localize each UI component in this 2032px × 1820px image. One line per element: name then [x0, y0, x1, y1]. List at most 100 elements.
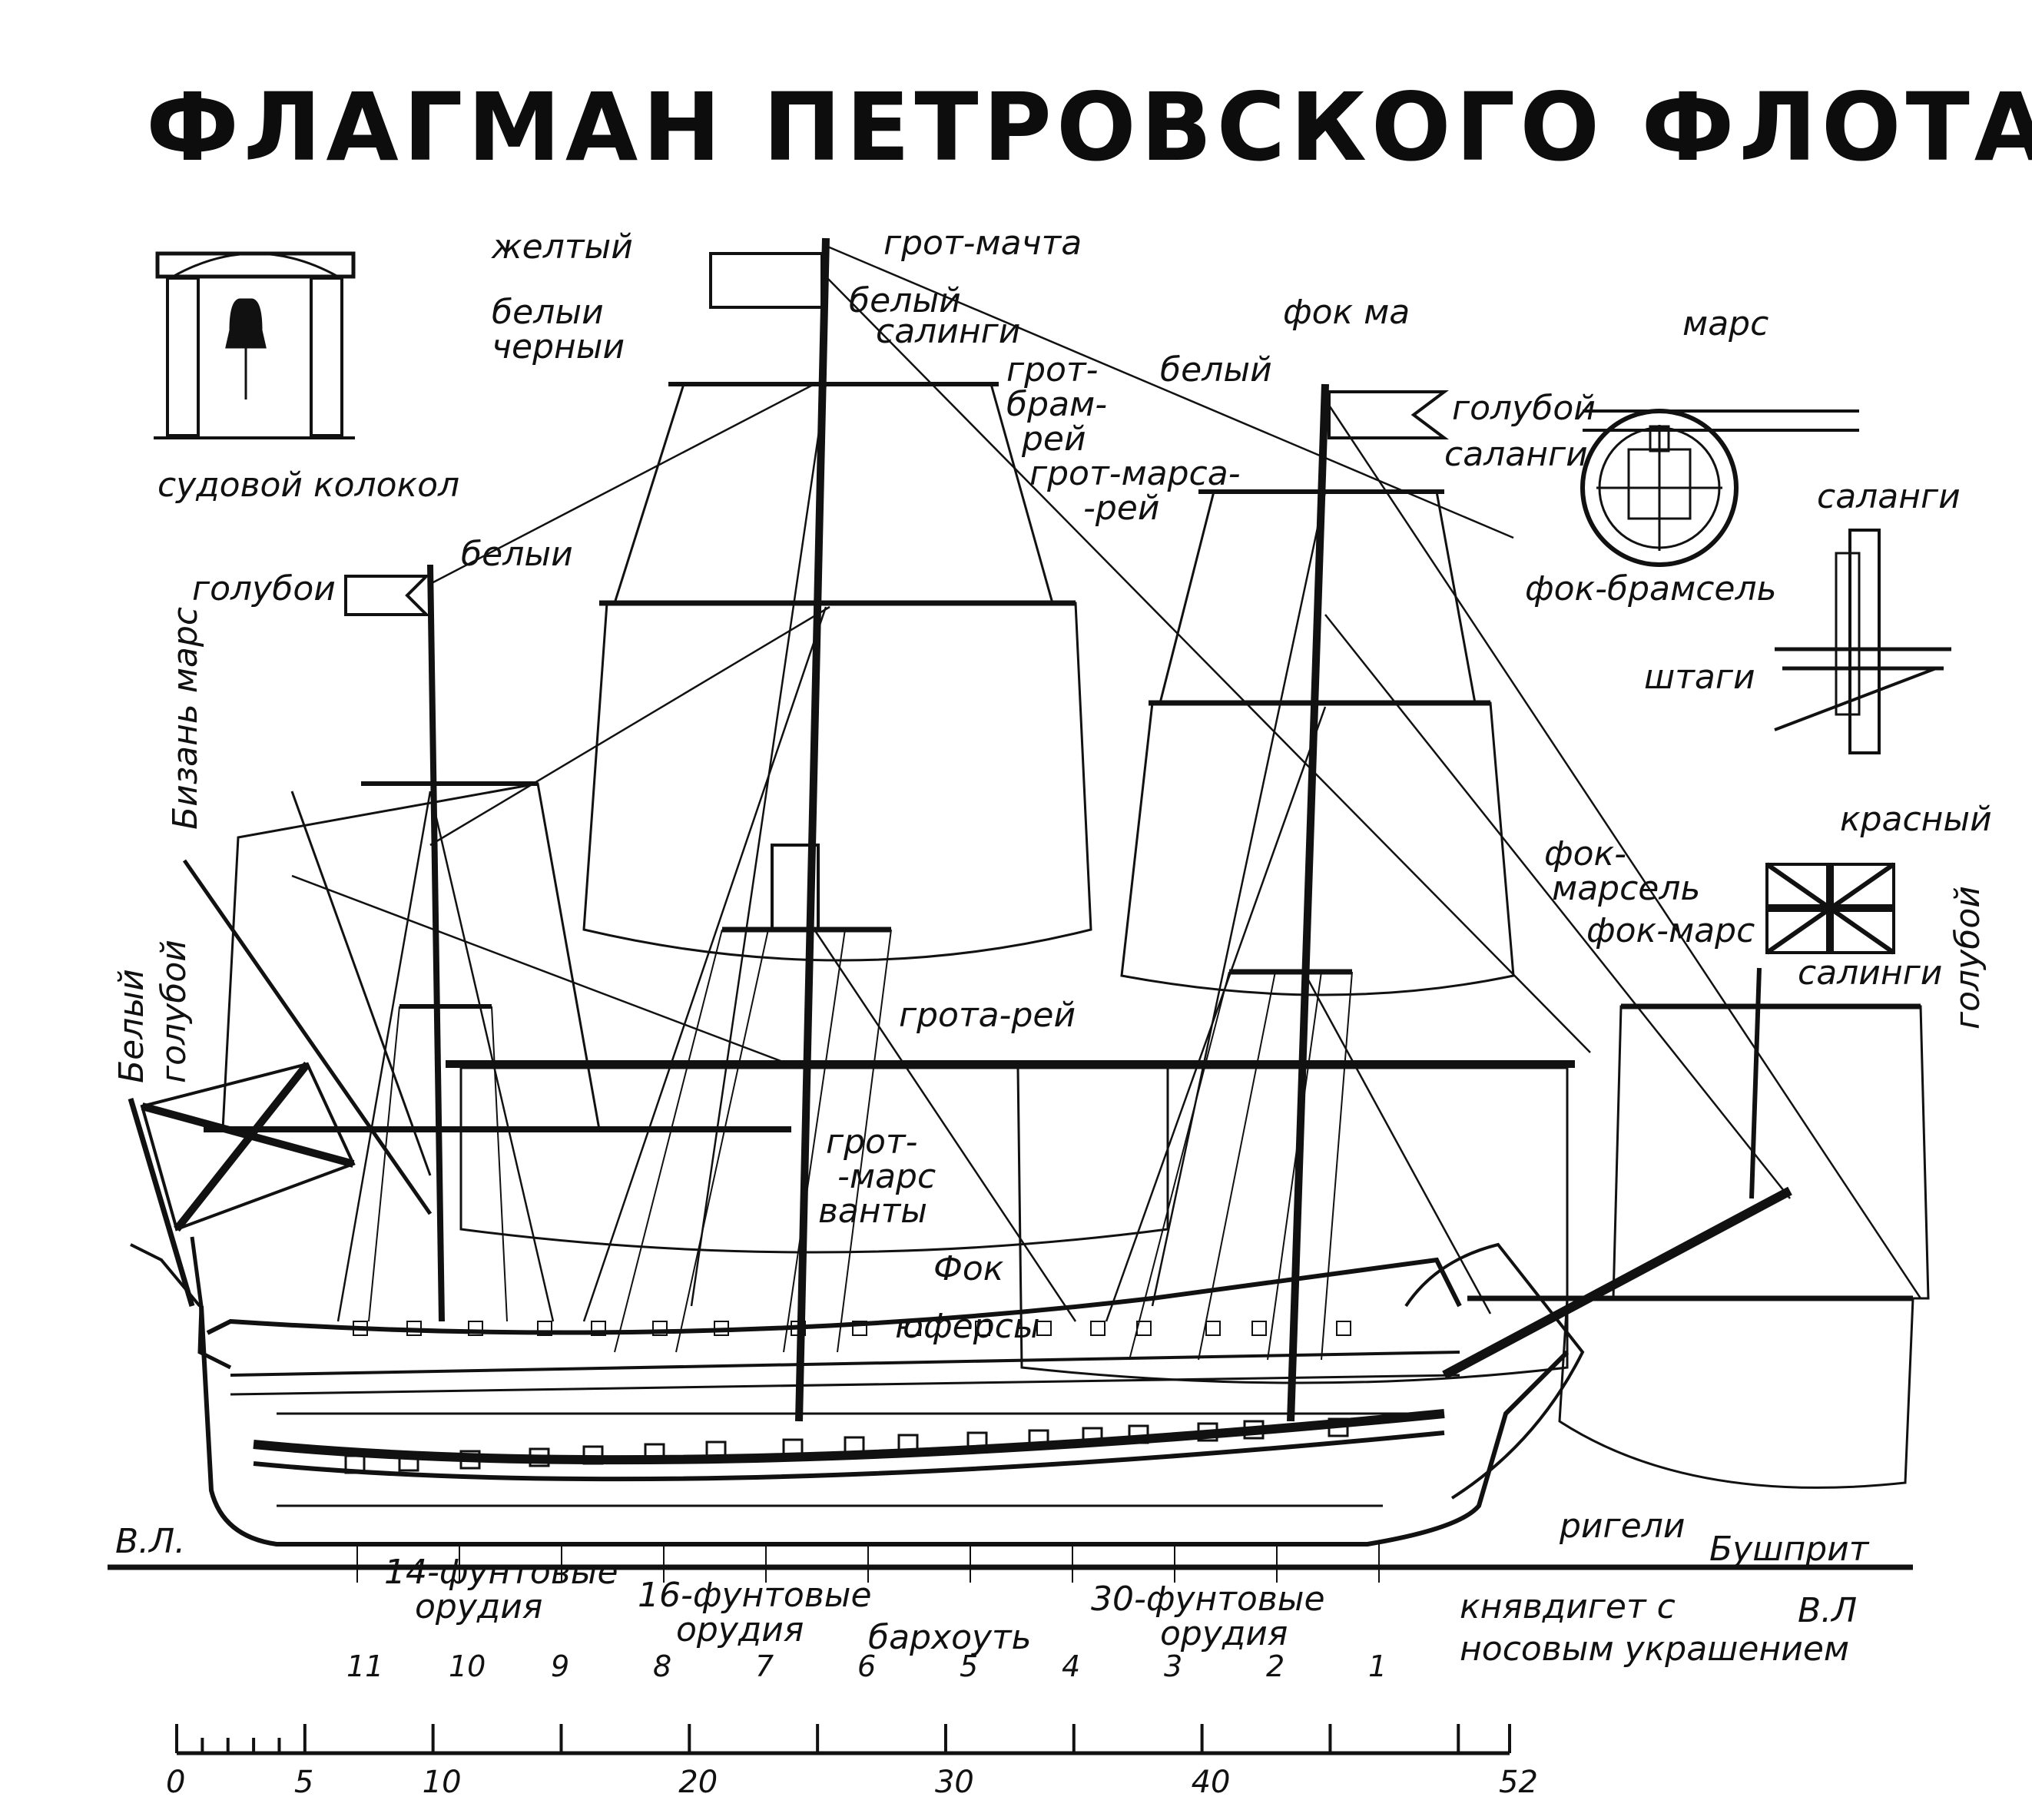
frame-number: 5 [960, 1649, 979, 1683]
label-gun16-2: орудия [676, 1610, 804, 1649]
label-waterline-left: В.Л. [115, 1522, 186, 1561]
label-white-mizzen: белыи [461, 535, 573, 574]
scale-bar [175, 1724, 1511, 1755]
gun-port [844, 1436, 865, 1456]
flags [140, 252, 1895, 1232]
label-waterline-right: В.Л [1798, 1591, 1858, 1630]
gun-port [1336, 1321, 1351, 1336]
ensign-staff [128, 859, 433, 1307]
label-blue-right: голубой [1948, 886, 1987, 1029]
scale-number: 0 [166, 1765, 186, 1800]
mizzen-mast [204, 564, 791, 1322]
gun-port [1197, 1422, 1218, 1442]
label-gun16-1: 16-фунтовые [638, 1576, 872, 1615]
mars-top-illustration [1580, 409, 1859, 567]
frame-number: 9 [551, 1649, 570, 1683]
frame-number: 8 [653, 1649, 672, 1683]
ship-bell-illustration [154, 251, 356, 439]
gun-port [582, 1445, 604, 1465]
label-main-mast: грот-мачта [883, 224, 1082, 263]
bowsprit [1442, 967, 1921, 1380]
gun-port [537, 1321, 552, 1336]
main-mast-flag [709, 252, 824, 309]
scale-number: 30 [934, 1765, 974, 1800]
label-wales: бархоуть [868, 1618, 1032, 1657]
label-deadeyes: юферсы [895, 1307, 1040, 1346]
label-fore-topsail-2: марсель [1552, 869, 1701, 908]
gun-port [459, 1450, 481, 1470]
gun-port [1243, 1420, 1265, 1440]
gun-port [353, 1321, 368, 1336]
shrouds [368, 929, 1353, 1361]
gun-port [1328, 1417, 1349, 1437]
label-fore-top: фок-марс [1586, 911, 1755, 950]
label-mizzen-top: Бизань марс [166, 606, 205, 830]
sails [221, 383, 1930, 1489]
label-fore: Фок [933, 1249, 1004, 1288]
gun-port [852, 1321, 867, 1336]
label-head-2: носовым украшением [1460, 1629, 1850, 1669]
bell-icon [225, 298, 267, 349]
frame-number: 2 [1266, 1649, 1285, 1683]
label-head-1: княвдигет с [1460, 1587, 1676, 1626]
page-title: ФЛАГМАН ПЕТРОВСКОГО ФЛОТА [146, 73, 2032, 182]
gun-port [714, 1321, 729, 1336]
label-main-shrouds-3: ванты [818, 1192, 928, 1231]
gun-port [1090, 1321, 1106, 1336]
label-gun14-2: орудия [415, 1587, 543, 1626]
fore-flag [1328, 390, 1449, 439]
label-white-black-2: черныи [492, 327, 625, 366]
gun-port [644, 1443, 665, 1463]
frame-number: 11 [346, 1649, 384, 1683]
frame-lines [356, 1544, 1380, 1583]
gun-port [1036, 1321, 1052, 1336]
label-fore-mast: фок ма [1283, 293, 1410, 332]
label-blue-mizzen: голубои [192, 569, 336, 608]
gun-port [1028, 1429, 1049, 1449]
label-gun30-1: 30-фунтовые [1091, 1580, 1325, 1619]
frame-number: 4 [1062, 1649, 1081, 1683]
salangi-illustration [1774, 529, 1951, 754]
label-grot-bram-2: брам- [1006, 385, 1108, 424]
gun-port [1128, 1424, 1149, 1444]
label-gun30-2: орудия [1160, 1614, 1288, 1653]
label-salingi-1: салинги [876, 312, 1021, 351]
label-gun14-1: 14-фунтовые [384, 1553, 618, 1592]
gun-port [906, 1321, 921, 1336]
label-blue-left: голубой [154, 940, 194, 1083]
scale-number: 10 [422, 1765, 462, 1800]
gun-port [1205, 1321, 1221, 1336]
label-white-fore: белый [1160, 350, 1272, 390]
scale-number: 52 [1499, 1765, 1538, 1800]
label-salangi-1: саланги [1444, 435, 1588, 474]
label-fore-bramsel: фок-брамсель [1525, 569, 1777, 608]
ship-hull [130, 1236, 1585, 1547]
label-yellow: желтый [492, 227, 633, 267]
label-blue-fore: голубой [1452, 389, 1596, 428]
label-ship-bell: судовой колокол [157, 466, 460, 505]
label-grot-bram-1: грот- [1006, 350, 1099, 390]
frame-number: 3 [1164, 1649, 1183, 1683]
frame-number: 6 [857, 1649, 877, 1683]
gun-port [652, 1321, 668, 1336]
label-fore-topsail-1: фок- [1544, 834, 1626, 874]
fore-mast [1006, 383, 1575, 1422]
gun-port [966, 1431, 988, 1451]
gun-port [591, 1321, 606, 1336]
label-rails: ригели [1560, 1507, 1686, 1546]
scale-number: 20 [678, 1765, 718, 1800]
label-bowsprit: Бушприт [1709, 1530, 1869, 1569]
label-red: красный [1840, 800, 1992, 839]
label-salangi-2: саланги [1817, 477, 1961, 516]
gun-port [406, 1321, 422, 1336]
label-white-left: Белый [112, 969, 151, 1083]
label-white-black-1: белыи [492, 293, 604, 332]
gun-port [705, 1440, 727, 1460]
mizzen-flag [344, 575, 430, 616]
frame-number: 10 [449, 1649, 486, 1683]
frame-number: 1 [1368, 1649, 1387, 1683]
label-grot-mars-1: грот-марса- [1029, 454, 1241, 493]
scale-number: 5 [293, 1765, 314, 1800]
